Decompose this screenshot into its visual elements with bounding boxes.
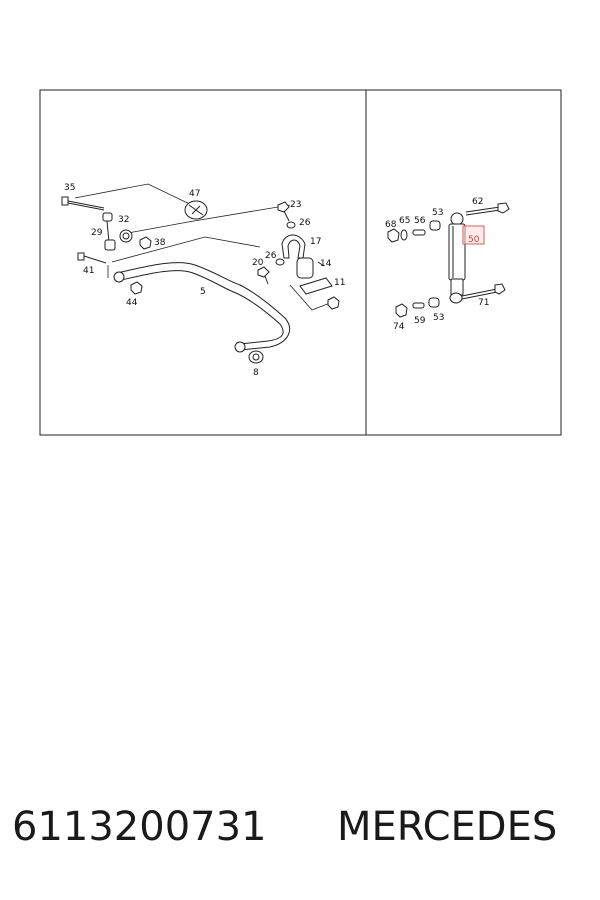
bolt-62 (465, 202, 510, 216)
callout-56: 56 (414, 216, 426, 226)
caption: 6113200731 MERCEDES (0, 796, 600, 866)
callout-65: 65 (399, 216, 410, 226)
callout-74: 74 (393, 322, 405, 332)
sleeve-56 (412, 229, 426, 236)
clamp-17 (281, 234, 306, 259)
bracket-11 (299, 277, 340, 310)
nut-74 (395, 303, 408, 318)
callout-8: 8 (253, 368, 259, 378)
bolt-23 (277, 201, 290, 222)
washer-26-lower (275, 258, 285, 266)
callout-68: 68 (385, 220, 397, 230)
callout-11: 11 (334, 278, 345, 288)
washer-26-upper (286, 221, 296, 229)
bolt-41 (77, 252, 107, 264)
brand-name: MERCEDES (337, 804, 558, 850)
callout-32: 32 (118, 215, 129, 225)
callout-23: 23 (290, 200, 301, 210)
callout-53-upper: 53 (432, 208, 443, 218)
callout-44: 44 (126, 298, 138, 308)
callout-5: 5 (200, 287, 206, 297)
nut-68 (387, 228, 400, 243)
callout-50: 50 (468, 235, 480, 245)
sleeve-59 (412, 302, 425, 309)
part-47 (184, 200, 208, 220)
shock-absorber-50 (448, 212, 466, 304)
washer-65 (400, 229, 408, 241)
bushing-32 (119, 229, 133, 243)
callout-71: 71 (478, 298, 489, 308)
callout-29: 29 (91, 228, 103, 238)
callout-14: 14 (320, 259, 332, 269)
highlight-box (462, 225, 485, 245)
nut-38 (139, 236, 152, 250)
right-panel-frame (365, 89, 562, 436)
link-29 (102, 212, 116, 251)
callout-47: 47 (189, 189, 200, 199)
shock-absorber-drawing (387, 202, 510, 318)
callout-41: 41 (83, 266, 94, 276)
stabilizer-assembly-drawing (61, 183, 340, 364)
bushing-53-lower (428, 297, 440, 308)
bushing-8 (248, 350, 264, 364)
callout-26-upper: 26 (299, 218, 311, 228)
stabilizer-bar-5 (113, 262, 290, 353)
callout-62: 62 (472, 197, 483, 207)
left-panel-frame (39, 89, 367, 436)
bolt-20 (257, 266, 270, 285)
rubber-mount-14 (296, 257, 325, 279)
bolt-71 (461, 283, 506, 300)
callout-38: 38 (154, 238, 166, 248)
callout-20: 20 (252, 258, 264, 268)
callout-17: 17 (310, 237, 321, 247)
bolt-35 (61, 196, 105, 211)
part-number: 6113200731 (12, 804, 267, 850)
callout-26-lower: 26 (265, 251, 277, 261)
callout-35: 35 (64, 183, 75, 193)
bushing-53-upper (429, 220, 441, 231)
callout-59: 59 (414, 316, 426, 326)
nut-44 (130, 281, 143, 295)
callout-53-lower: 53 (433, 313, 444, 323)
